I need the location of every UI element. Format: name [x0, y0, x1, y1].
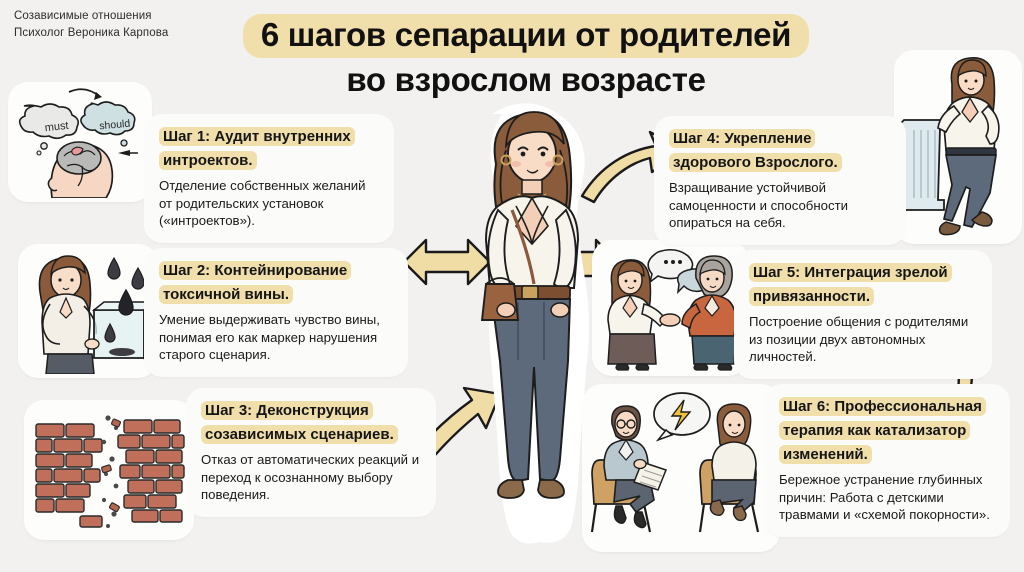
step-6-heading-wrap: Шаг 6: Профессиональная терапия как ката… — [779, 395, 995, 467]
step-card-3[interactable]: Шаг 3: Деконструкция созависимых сценари… — [190, 392, 432, 513]
woman-glass-container-drops-icon — [22, 248, 154, 374]
bubble-label-must: must — [44, 120, 69, 134]
therapy-session-icon — [586, 388, 776, 548]
step-6-body: Бережное устранение глубинных причин: Ра… — [779, 472, 990, 523]
title-line-1: 6 шагов сепарации от родителей — [242, 14, 810, 58]
brand-line-1: Созависимые отношения — [14, 10, 152, 22]
step-5-body: Построение общения с родителями из позиц… — [749, 314, 969, 365]
step-3-body: Отказ от автоматических реакций и перехо… — [201, 452, 420, 503]
step-2-heading: Шаг 2: Контейнирование токсичной вины. — [159, 261, 352, 304]
broken-brick-wall-icon — [28, 404, 190, 536]
step-3-heading-wrap: Шаг 3: Деконструкция созависимых сценари… — [201, 399, 421, 447]
brand-line-2: Психолог Вероника Карпова — [14, 26, 169, 39]
head-brain-must-should-icon: must should — [12, 86, 148, 198]
title-line-2: во взрослом возрасте — [346, 60, 706, 98]
woman-leaning-column-icon — [898, 54, 1018, 240]
step-4-body: Взращивание устойчивой самоценности и сп… — [669, 180, 848, 231]
central-woman-icon — [480, 103, 589, 544]
illustration-step-1: must should — [12, 86, 148, 198]
bubble-label-should: should — [99, 118, 131, 133]
step-4-heading: Шаг 4: Укрепление здорового Взрослого. — [669, 129, 842, 172]
step-1-body: Отделение собственных желаний от родител… — [159, 178, 366, 229]
step-5-heading-wrap: Шаг 5: Интеграция зрелой привязанности. — [749, 261, 977, 309]
step-1-heading-wrap: Шаг 1: Аудит внутренних интроектов. — [159, 125, 379, 173]
step-2-body: Умение выдерживать чувство вины, понимая… — [159, 312, 380, 363]
step-3-heading: Шаг 3: Деконструкция созависимых сценари… — [201, 401, 398, 444]
two-women-talking-icon — [596, 244, 744, 372]
step-2-heading-wrap: Шаг 2: Контейнирование токсичной вины. — [159, 259, 393, 307]
brand-credit: Созависимые отношения Психолог Вероника … — [14, 8, 168, 41]
step-card-4[interactable]: Шаг 4: Укрепление здорового Взрослого. В… — [658, 120, 902, 241]
illustration-step-2 — [22, 248, 154, 374]
illustration-step-5 — [596, 244, 744, 372]
illustration-step-3 — [28, 404, 190, 536]
step-4-heading-wrap: Шаг 4: Укрепление здорового Взрослого. — [669, 127, 891, 175]
illustration-step-4 — [898, 54, 1018, 240]
illustration-step-6 — [586, 388, 776, 548]
page-title: 6 шагов сепарации от родителей во взросл… — [206, 14, 846, 100]
step-card-5[interactable]: Шаг 5: Интеграция зрелой привязанности. … — [738, 254, 988, 375]
step-card-1[interactable]: Шаг 1: Аудит внутренних интроектов. Отде… — [148, 118, 390, 239]
step-card-2[interactable]: Шаг 2: Контейнирование токсичной вины. У… — [148, 252, 404, 373]
illustration-center-woman — [448, 96, 614, 548]
step-6-heading: Шаг 6: Профессиональная терапия как ката… — [779, 397, 986, 464]
step-1-heading: Шаг 1: Аудит внутренних интроектов. — [159, 127, 355, 170]
step-card-6[interactable]: Шаг 6: Профессиональная терапия как ката… — [768, 388, 1006, 533]
step-5-heading: Шаг 5: Интеграция зрелой привязанности. — [749, 263, 952, 306]
